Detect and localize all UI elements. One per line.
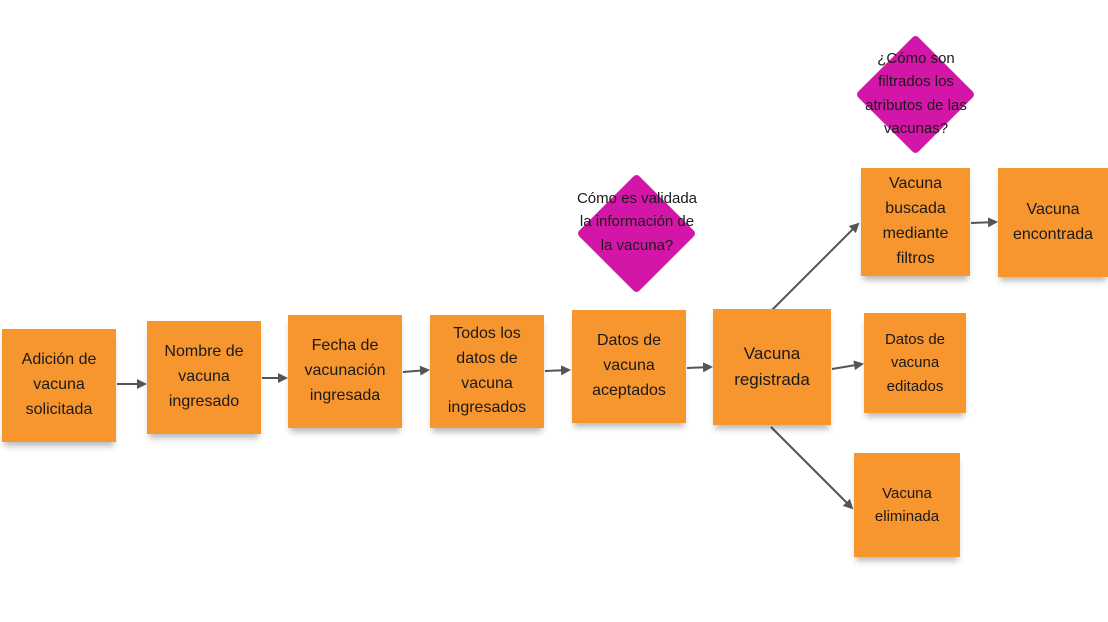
- note-text: Vacuna encontrada: [1012, 200, 1094, 243]
- note-text: Vacuna buscada mediante filtros: [882, 175, 949, 267]
- arrow-n3-n4: [402, 365, 430, 376]
- note-text: Vacuna eliminada: [874, 484, 940, 525]
- sticky-note-nombre[interactable]: Nombre de vacuna ingresado: [147, 321, 261, 434]
- sticky-note-datos-aceptados[interactable]: Datos de vacuna aceptados: [572, 310, 686, 423]
- arrow-n6-n10: [770, 426, 854, 510]
- question-text-filtrado: ¿Cómo son filtrados los atributos de las…: [865, 50, 967, 137]
- arrow-n4-n5: [544, 365, 571, 376]
- sticky-note-adicion[interactable]: Adición de vacuna solicitada: [2, 329, 116, 442]
- arrow-n7-n8: [970, 217, 998, 228]
- sticky-note-vacuna-registrada[interactable]: Vacuna registrada: [713, 309, 831, 425]
- arrow-n6-n9: [831, 360, 864, 371]
- sticky-note-vacuna-eliminada[interactable]: Vacuna eliminada: [854, 453, 960, 557]
- arrow-n5-n6: [686, 362, 713, 373]
- note-text: Vacuna registrada: [734, 343, 810, 389]
- sticky-note-vacuna-buscada[interactable]: Vacuna buscada mediante filtros: [861, 168, 970, 276]
- sticky-note-todos-datos[interactable]: Todos los datos de vacuna ingresados: [430, 315, 544, 428]
- note-text: Datos de vacuna editados: [884, 331, 946, 395]
- sticky-note-fecha[interactable]: Fecha de vacunación ingresada: [288, 315, 402, 428]
- question-text-validacion: Cómo es validada la información de la va…: [576, 190, 698, 254]
- note-text: Fecha de vacunación ingresada: [304, 337, 386, 404]
- sticky-note-vacuna-encontrada[interactable]: Vacuna encontrada: [998, 168, 1108, 277]
- note-text: Adición de vacuna solicitada: [21, 351, 97, 418]
- note-text: Todos los datos de vacuna ingresados: [447, 324, 527, 417]
- sticky-note-datos-editados[interactable]: Datos de vacuna editados: [864, 313, 966, 413]
- note-text: Nombre de vacuna ingresado: [164, 343, 244, 410]
- arrow-n6-n7: [770, 222, 860, 312]
- note-text: Datos de vacuna aceptados: [592, 332, 666, 399]
